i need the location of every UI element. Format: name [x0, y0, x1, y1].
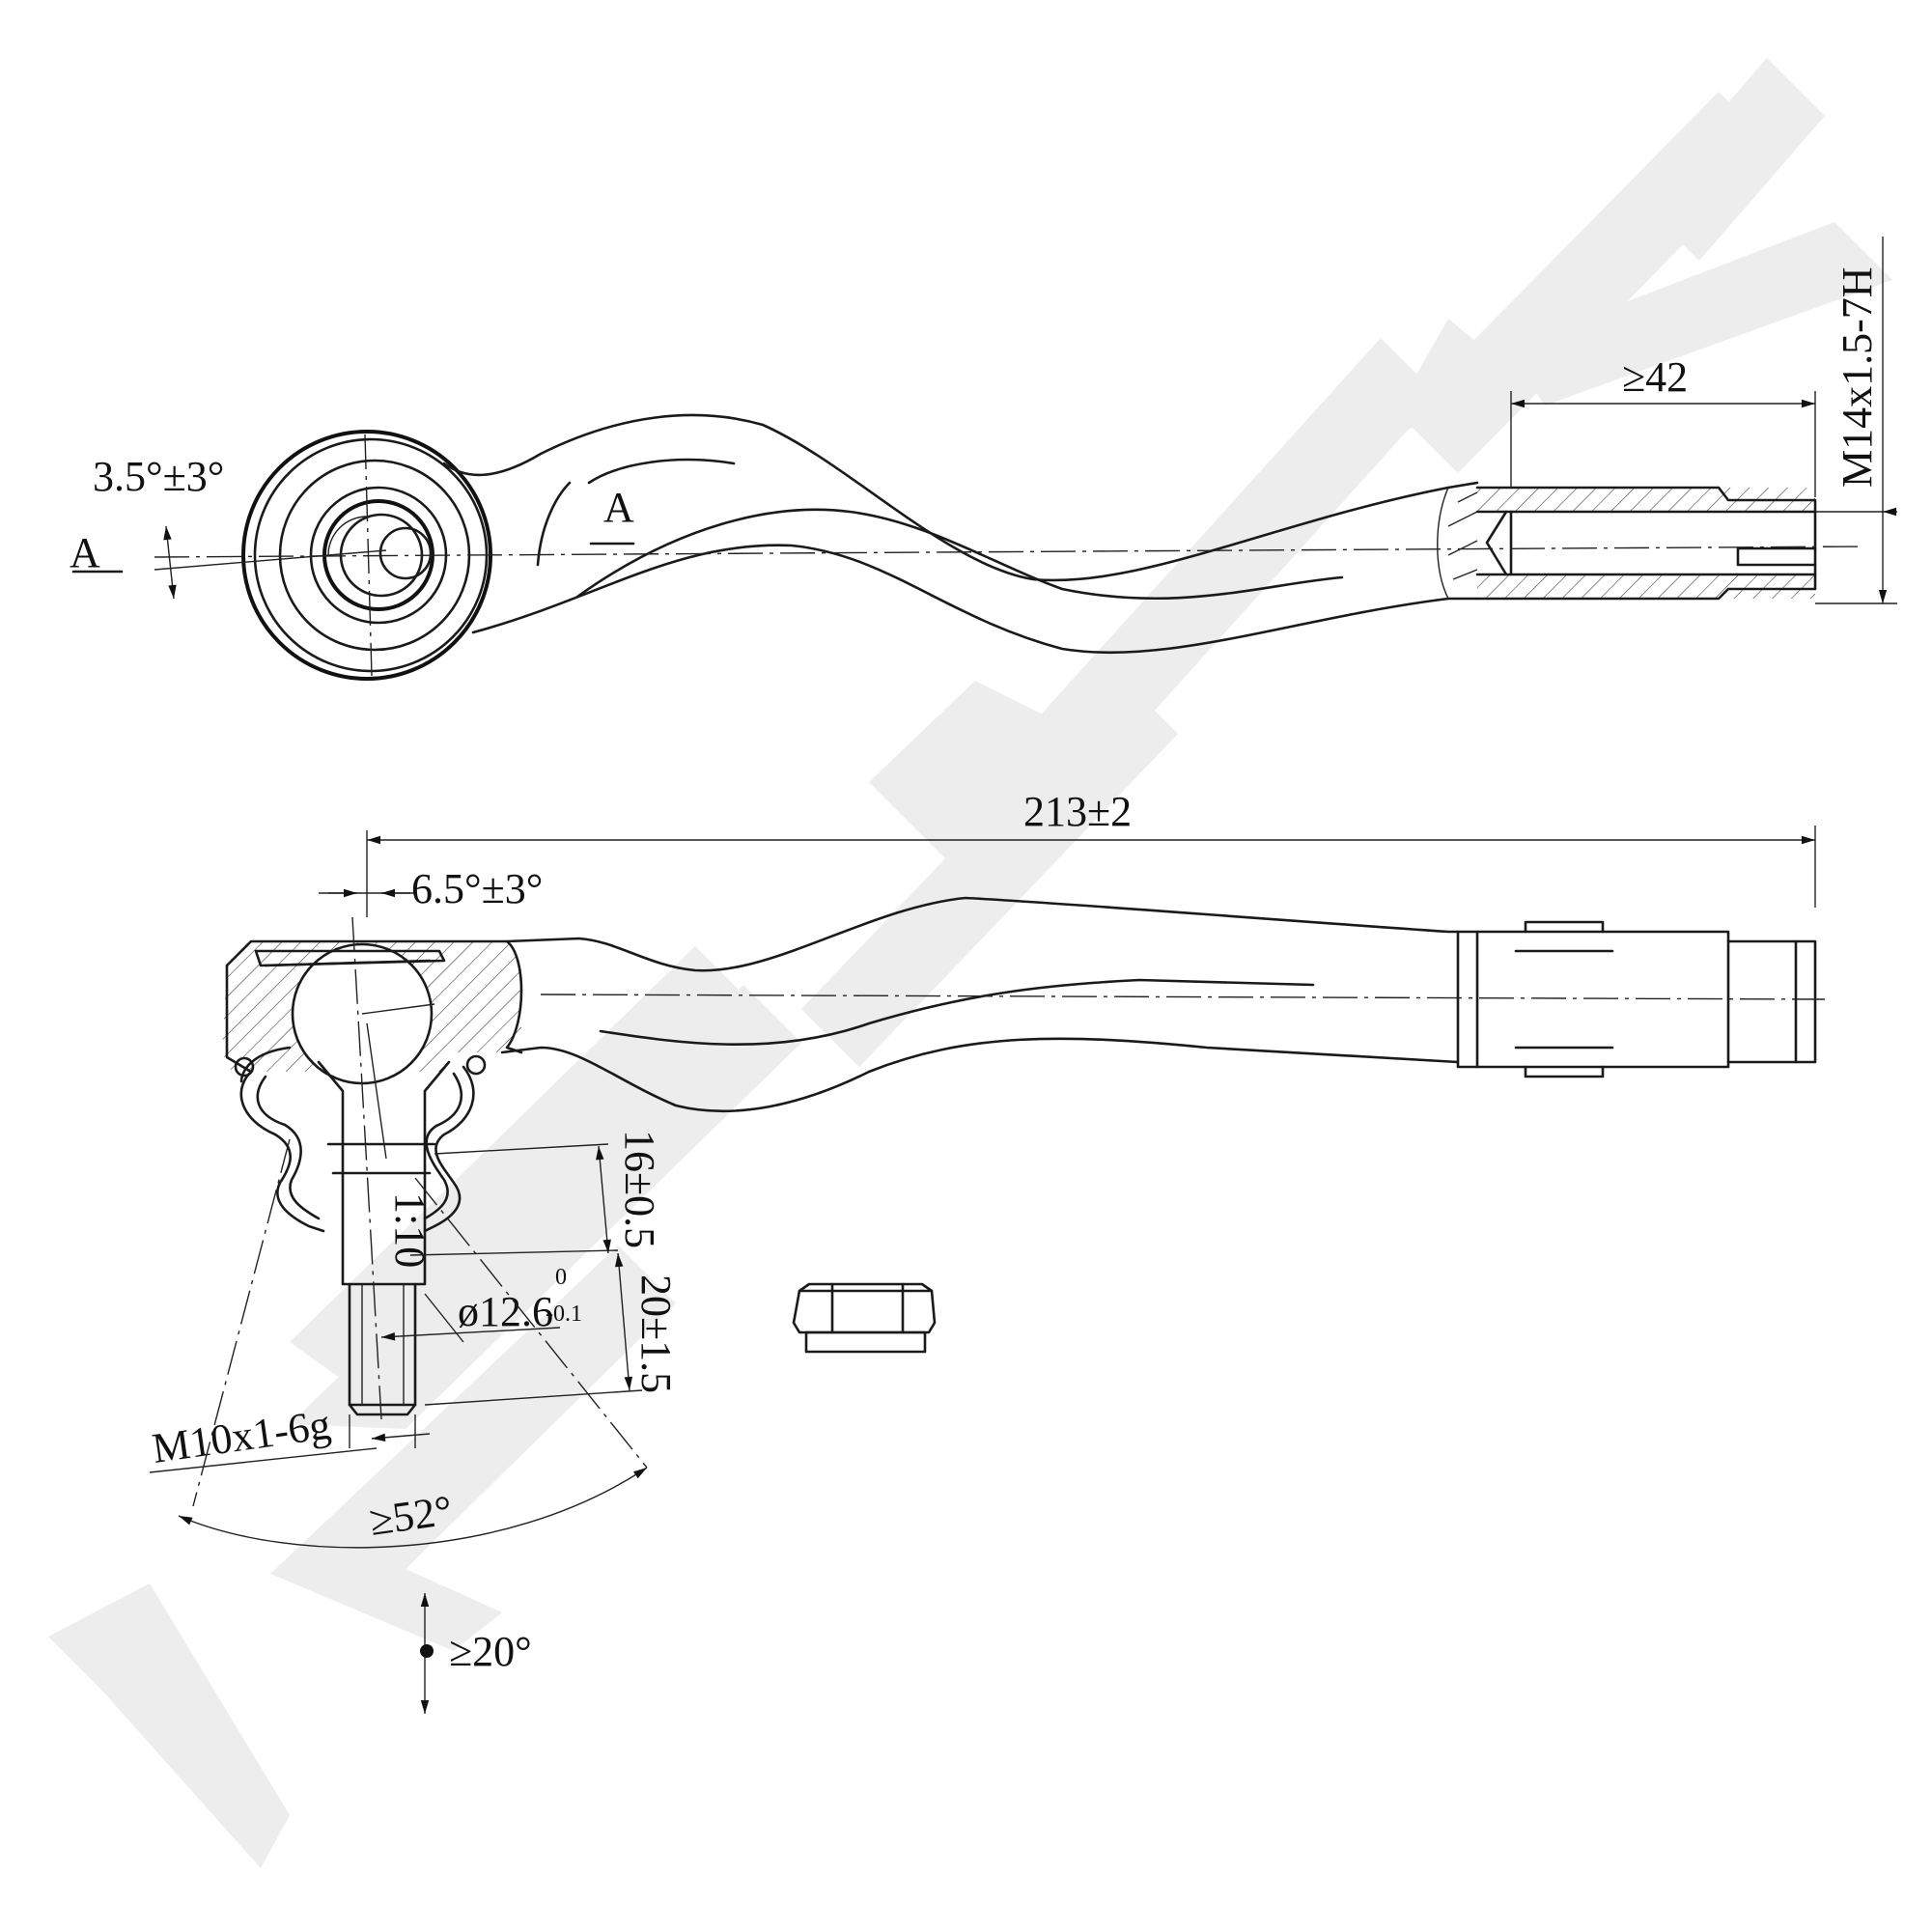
top-angle-label: 3.5°±3°	[93, 453, 224, 500]
side-threaded-end	[1456, 920, 1817, 1078]
tol-upper-label: 0	[555, 1265, 567, 1290]
top-view: A A 3.5°±3° ≥42 M14x1.5-7H	[70, 237, 1897, 681]
tilt-angle-label: 6.5°±3°	[411, 865, 543, 912]
swing-angle-label: ≥52°	[367, 1486, 456, 1544]
arm-outline	[442, 413, 1450, 582]
stud-thread-label: M10x1-6g	[150, 1401, 334, 1472]
section-label-left: A	[70, 529, 100, 576]
ball-stud	[317, 1060, 451, 1286]
watermark	[48, 58, 1892, 1868]
taper-ratio-label: 1:10	[386, 1192, 434, 1268]
tol-lower-label: -0.1	[546, 1302, 582, 1327]
stud-diameter-label: ø12.6	[458, 1288, 553, 1335]
overall-length-label: 213±2	[1023, 788, 1132, 835]
threaded-end	[1437, 486, 1817, 601]
thread-length-label: ≥42	[1622, 353, 1688, 401]
thread-spec-label: M14x1.5-7H	[1834, 266, 1881, 488]
dust-boot	[239, 1065, 475, 1233]
section-label-right: A	[603, 484, 634, 531]
dim-20-label: 20±1.5	[632, 1274, 680, 1393]
rotation-angle-label: ≥20°	[449, 1628, 532, 1675]
top-centerline	[154, 546, 1864, 558]
side-arm-outline	[505, 896, 1460, 972]
dim-16-label: 16±0.5	[616, 1130, 663, 1248]
nut	[792, 1282, 937, 1354]
